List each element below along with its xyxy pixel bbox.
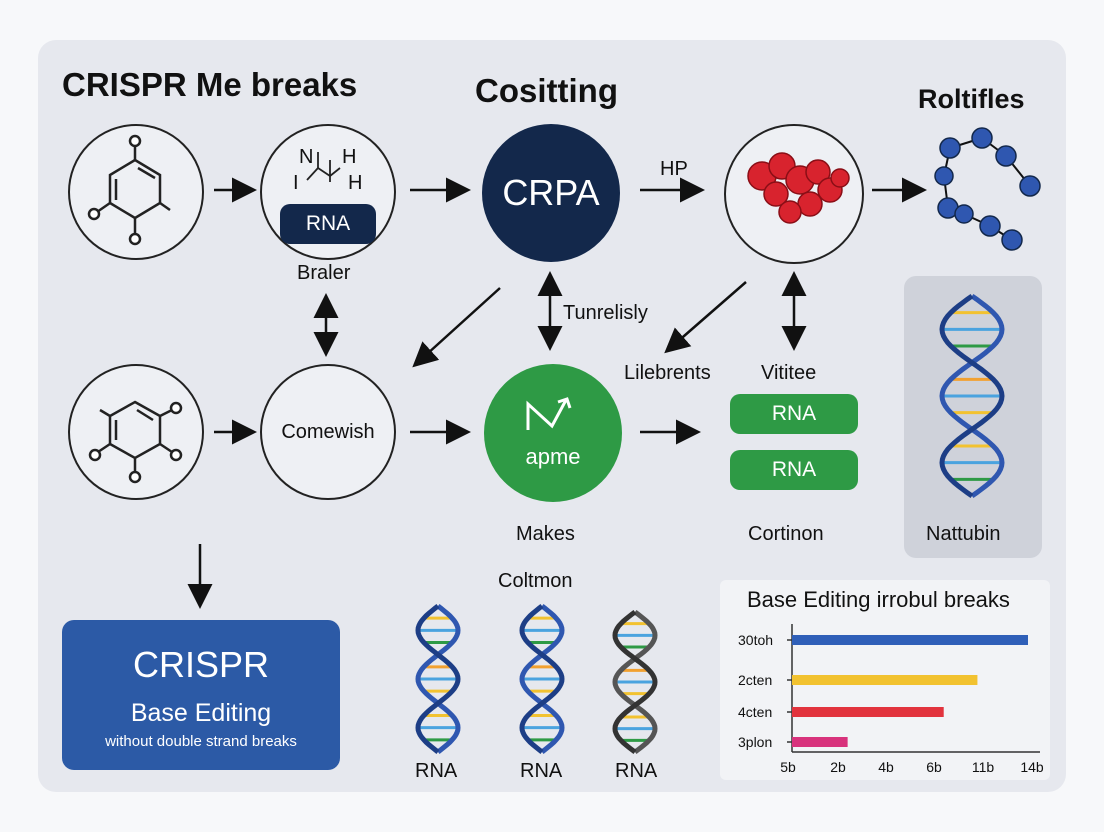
cortinon-label: Cortinon — [748, 523, 824, 545]
chart-x-tick-label: 11b — [972, 759, 995, 775]
comewish-label: Comewish — [281, 421, 375, 443]
dna-strand — [519, 604, 565, 754]
crpa-node — [482, 124, 620, 262]
dna-strand — [612, 609, 658, 755]
dna-strand — [415, 604, 461, 754]
apme-node — [484, 364, 622, 502]
lilebrents-label: Lilebrents — [624, 362, 711, 384]
bar-chart: 30toh 2cten 4cten 3plon 5b 2b 4b 6b 11b 14b — [738, 624, 1044, 775]
dna-strand — [939, 293, 1005, 499]
crispr-box-subtitle: Base Editing — [130, 699, 272, 727]
nattubin-label: Nattubin — [926, 523, 1001, 545]
arrows-layer — [187, 177, 927, 609]
dna-strand — [415, 604, 461, 754]
rna-pill-1: RNA — [730, 394, 858, 434]
chart-category-label: 2cten — [738, 672, 772, 688]
dna-strand — [519, 604, 565, 754]
dna-strand — [939, 293, 1005, 499]
atom-h-bottom: H — [348, 172, 363, 194]
nattubin-panel — [904, 276, 1042, 558]
dna-helix-icon-1 — [415, 604, 461, 754]
chart-bar — [792, 737, 848, 747]
dna-label-1: RNA — [415, 760, 458, 782]
chart-title: Base Editing irrobul breaks — [747, 587, 1010, 612]
protein-node — [724, 124, 864, 264]
vititee-label: Vititee — [761, 362, 817, 384]
atom-n: N — [299, 146, 314, 168]
benzene-icon-1 — [87, 134, 171, 246]
chart-x-tick-label: 6b — [926, 759, 942, 775]
dna-label-3: RNA — [615, 760, 658, 782]
chart-category-label: 30toh — [738, 632, 773, 648]
dna-helix-icon-3 — [612, 609, 658, 755]
rna-pill-2: RNA — [730, 450, 858, 490]
protein-blob-icon — [747, 152, 850, 224]
roltifles-header: Roltifles — [918, 84, 1025, 114]
chart-category-label: 3plon — [738, 734, 772, 750]
crpa-label: CRPA — [502, 172, 600, 213]
makes-label: Makes — [516, 523, 575, 545]
atom-i: I — [293, 172, 299, 194]
apme-label: apme — [525, 444, 581, 469]
atom-h-top: H — [342, 146, 357, 168]
chart-x-tick-label: 2b — [830, 759, 846, 775]
cositting-header: Cositting — [475, 72, 618, 109]
benzene-icon-2 — [88, 400, 183, 484]
comewish-node — [260, 364, 396, 500]
tunrelisly-label: Tunrelisly — [563, 302, 648, 324]
chart-x-tick-label: 4b — [878, 759, 894, 775]
chart-bar — [792, 675, 978, 685]
chart-category-label: 4cten — [738, 704, 772, 720]
crispr-box-title: CRISPR — [132, 644, 270, 685]
chart-bar — [792, 707, 944, 717]
dna-helix-icon-large — [939, 293, 1005, 499]
coltmon-label: Coltmon — [498, 570, 573, 592]
chart-bar — [792, 635, 1028, 645]
chart-x-tick-label: 14b — [1020, 759, 1044, 775]
crispr-box-caption: without double strand breaks — [105, 733, 297, 750]
hp-label: HP — [660, 158, 688, 180]
dna-label-2: RNA — [520, 760, 563, 782]
chart-x-tick-label: 5b — [780, 759, 796, 775]
diagram-title: CRISPR Me breaks — [62, 66, 358, 103]
amine-structure-icon — [306, 152, 341, 182]
zigzag-arrow-icon — [526, 397, 572, 430]
braler-label: Braler — [297, 262, 351, 284]
rna-badge: RNA — [280, 204, 376, 244]
dna-strand — [612, 609, 658, 755]
crispr-box — [62, 620, 340, 770]
dna-helix-icon-2 — [519, 604, 565, 754]
bead-chain-icon — [934, 127, 1041, 251]
